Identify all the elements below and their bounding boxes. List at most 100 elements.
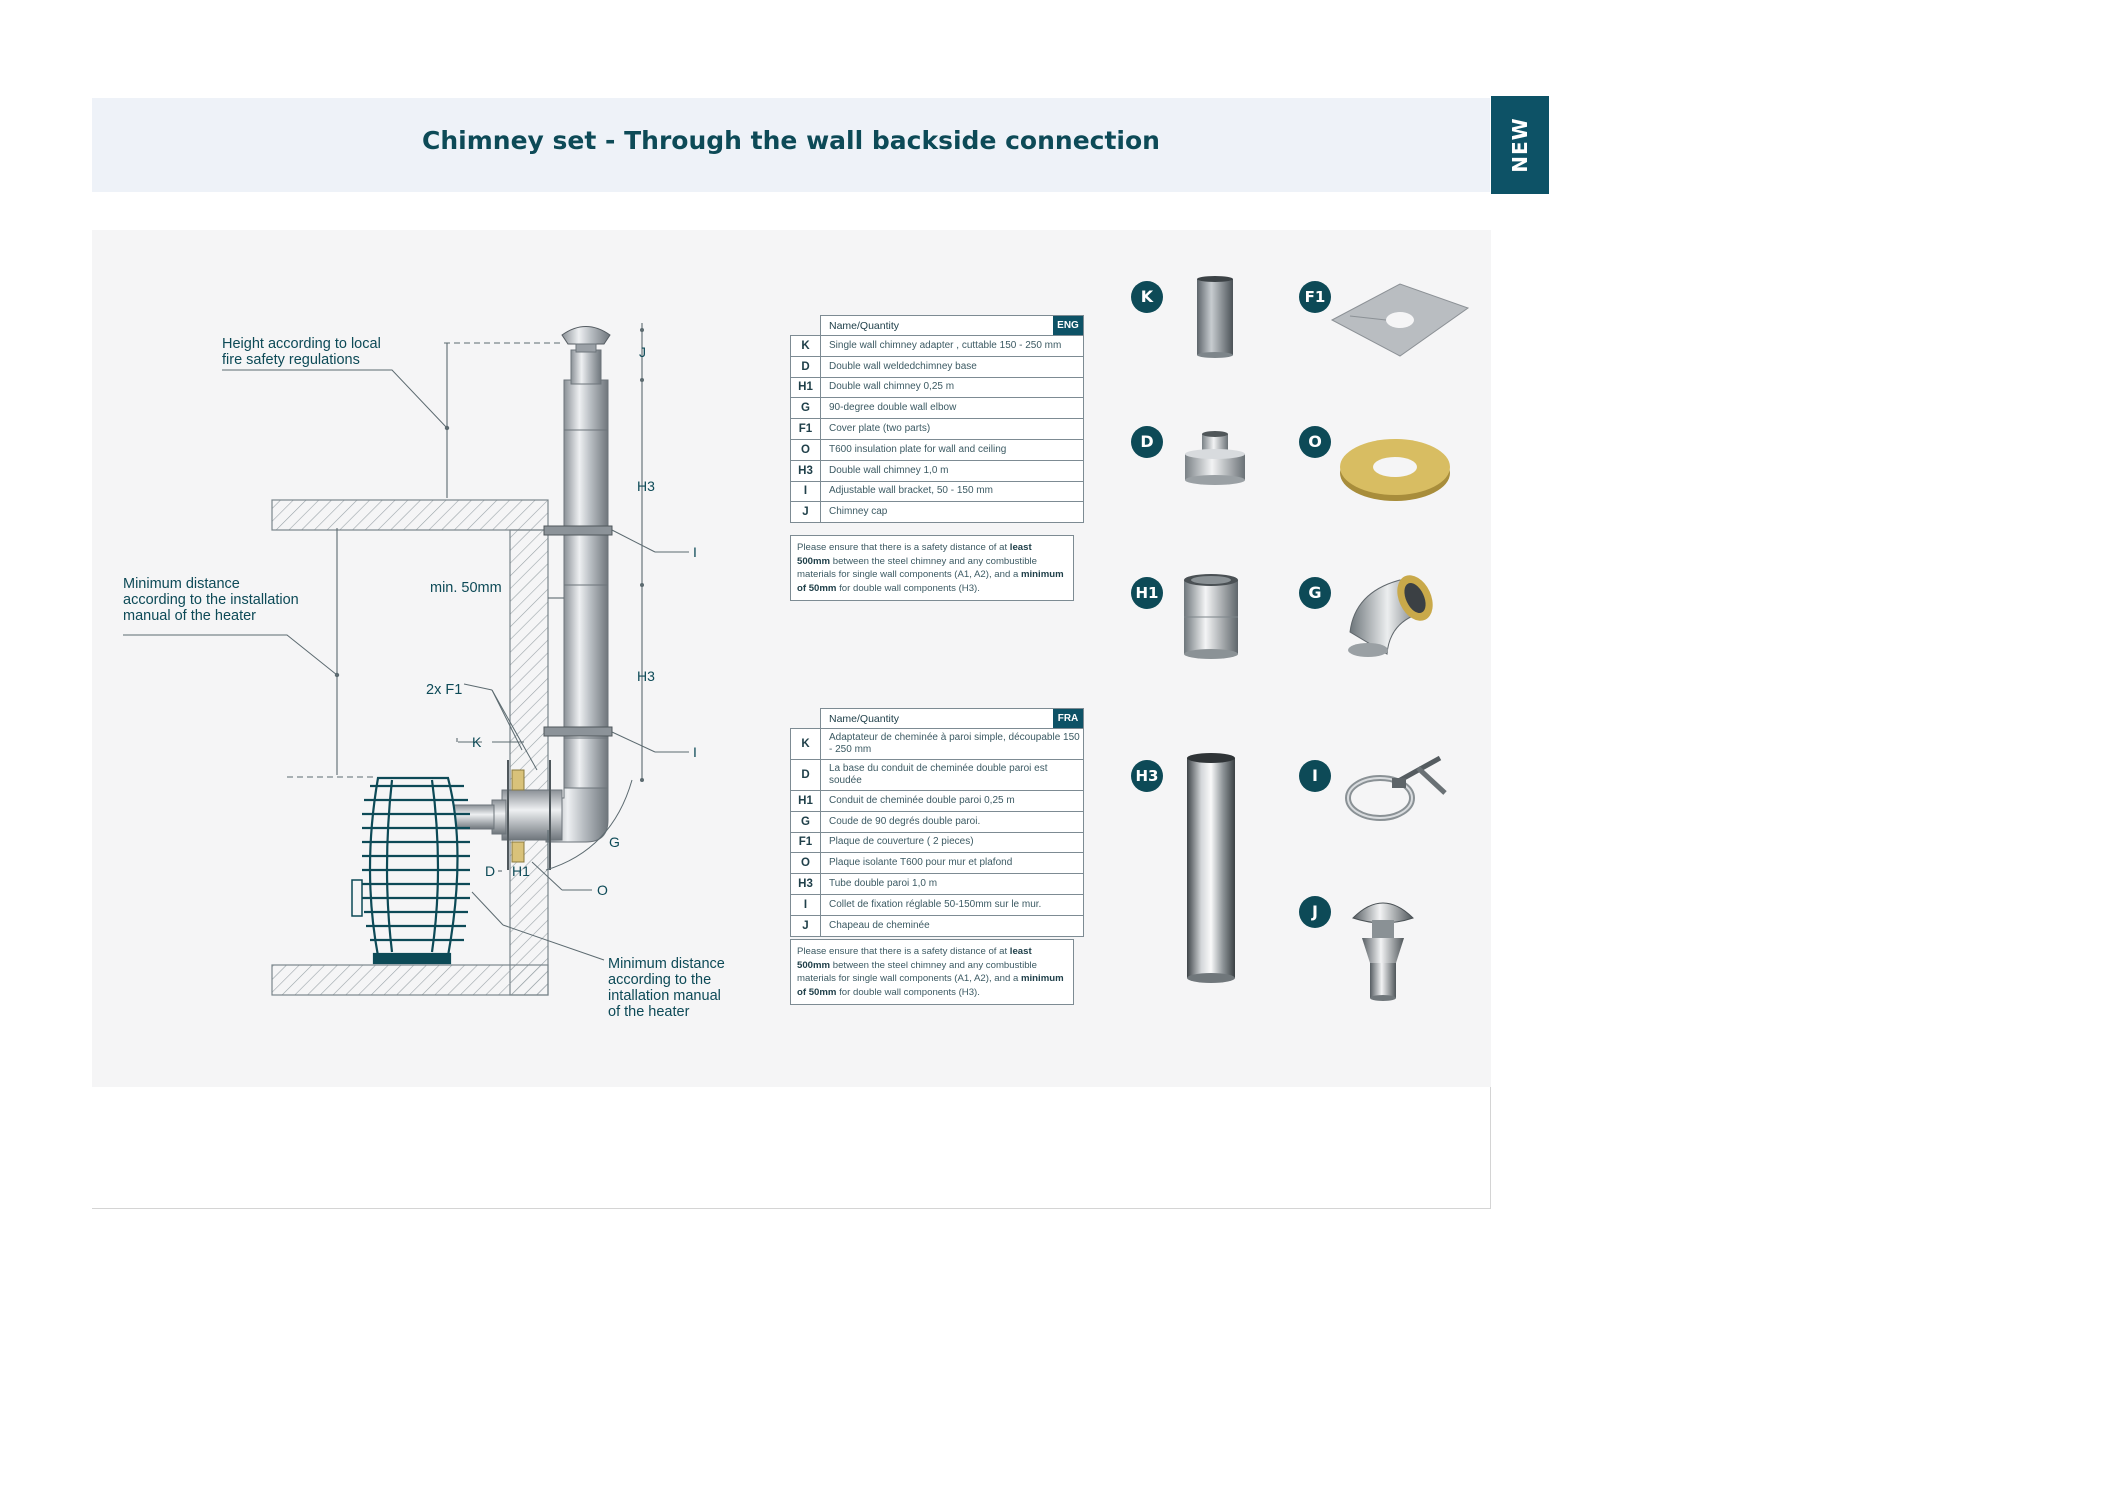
mark-d: D (485, 863, 495, 879)
language-badge: FRA (1053, 709, 1083, 728)
part-code: D (790, 355, 821, 378)
part-description: Conduit de cheminée double paroi 0,25 m (820, 790, 1084, 812)
product-badge-f1: F1 (1299, 281, 1331, 313)
part-description: Plaque de couverture ( 2 pieces) (820, 831, 1084, 854)
part-code: O (790, 438, 821, 461)
mark-i: I (693, 744, 697, 760)
part-code: H1 (790, 790, 821, 812)
divider (1490, 1087, 1491, 1209)
part-code: J (790, 501, 821, 524)
part-description: Collet de fixation réglable 50-150mm sur… (820, 893, 1084, 916)
mark-h1: H1 (512, 863, 530, 879)
product-image-f1 (1330, 283, 1470, 357)
min-distance-bottom-callout: according to the (608, 972, 711, 988)
product-image-o (1340, 439, 1450, 501)
new-tab-label: NEW (1508, 117, 1532, 173)
part-description: Cover plate (two parts) (820, 418, 1084, 440)
min-distance-callout: according to the installation (123, 592, 299, 608)
mark-i: I (693, 544, 697, 560)
part-code: O (790, 852, 821, 875)
part-code: H1 (790, 376, 821, 399)
sauna-heater (351, 776, 470, 965)
min-distance-bottom-callout: of the heater (608, 1004, 690, 1020)
part-code: K (790, 728, 821, 760)
height-callout: Height according to local (222, 336, 381, 352)
product-badge-i: I (1299, 760, 1331, 792)
new-tab: NEW (1491, 96, 1549, 194)
two-f1-label: 2x F1 (426, 682, 462, 698)
product-badge-g: G (1299, 577, 1331, 609)
part-code: D (790, 759, 821, 791)
title-bar: Chimney set - Through the wall backside … (92, 98, 1490, 192)
product-image-j (1352, 902, 1414, 1001)
product-image-g (1348, 575, 1433, 657)
part-description: Chapeau de cheminée (820, 914, 1084, 937)
table-header: Name/Quantity ENG (820, 315, 1084, 336)
min-distance-bottom-callout: Minimum distance (608, 956, 725, 972)
product-badge-o: O (1299, 426, 1331, 458)
ceiling (271, 499, 549, 531)
page-title: Chimney set - Through the wall backside … (422, 126, 1160, 155)
height-callout: fire safety regulations (222, 352, 360, 368)
part-code: I (790, 893, 821, 916)
wall-bracket (543, 726, 613, 737)
installation-diagram: Height according to local fire safety re… (123, 323, 725, 1020)
part-description: Chimney cap (820, 501, 1084, 524)
part-description: T600 insulation plate for wall and ceili… (820, 438, 1084, 461)
part-description: Double wall chimney 0,25 m (820, 376, 1084, 399)
part-description: Single wall chimney adapter , cuttable 1… (820, 335, 1084, 357)
product-image-d (1185, 431, 1245, 485)
mark-h3: H3 (637, 668, 655, 684)
part-description: Plaque isolante T600 pour mur et plafond (820, 852, 1084, 875)
part-description: Tube double paroi 1,0 m (820, 873, 1084, 895)
product-image-k (1197, 276, 1233, 358)
part-description: Double wall weldedchimney base (820, 355, 1084, 378)
mark-j: J (639, 344, 646, 360)
floor (271, 964, 549, 996)
table-corner (791, 316, 821, 336)
mark-o: O (597, 882, 608, 898)
part-code: F1 (790, 418, 821, 440)
safety-note-fra: Please ensure that there is a safety dis… (790, 939, 1074, 1005)
product-badge-h3: H3 (1131, 760, 1163, 792)
min-distance-callout: Minimum distance (123, 576, 240, 592)
min-distance-bottom-callout: intallation manual (608, 988, 721, 1004)
part-description: Adjustable wall bracket, 50 - 150 mm (820, 480, 1084, 503)
product-image-i (1345, 755, 1447, 821)
mark-g: G (609, 834, 620, 850)
part-code: F1 (790, 831, 821, 854)
insulation-plate (511, 769, 525, 791)
min-distance-callout: manual of the heater (123, 608, 256, 624)
part-description: 90-degree double wall elbow (820, 397, 1084, 420)
wall-bracket (543, 525, 613, 536)
divider (92, 1208, 1491, 1209)
horizontal-pipe (501, 789, 563, 841)
product-badge-h1: H1 (1131, 577, 1163, 609)
part-code: I (790, 480, 821, 503)
safety-note-eng: Please ensure that there is a safety dis… (790, 535, 1074, 601)
product-image-h3 (1187, 753, 1235, 983)
part-code: K (790, 335, 821, 357)
product-badge-k: K (1131, 281, 1163, 313)
wall (509, 529, 549, 996)
language-badge: ENG (1053, 316, 1083, 335)
part-description: Double wall chimney 1,0 m (820, 459, 1084, 482)
part-description: La base du conduit de cheminée double pa… (820, 759, 1084, 791)
part-code: H3 (790, 459, 821, 482)
part-code: H3 (790, 873, 821, 895)
